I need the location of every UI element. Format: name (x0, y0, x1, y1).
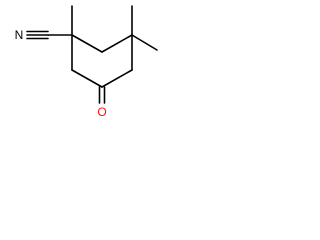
nitrogen-atom-label: N (15, 28, 24, 42)
ring-bond-c2-c3 (101, 34, 133, 53)
oxygen-atom-label: O (97, 105, 106, 119)
ring-bond-c4-c5 (101, 69, 133, 88)
ring-bond-c1-c2 (71, 34, 103, 53)
chemical-structure: N O (15, 5, 158, 119)
ring-bond-c5-c6 (71, 69, 103, 88)
methyl-bond-c3-b (131, 34, 158, 51)
